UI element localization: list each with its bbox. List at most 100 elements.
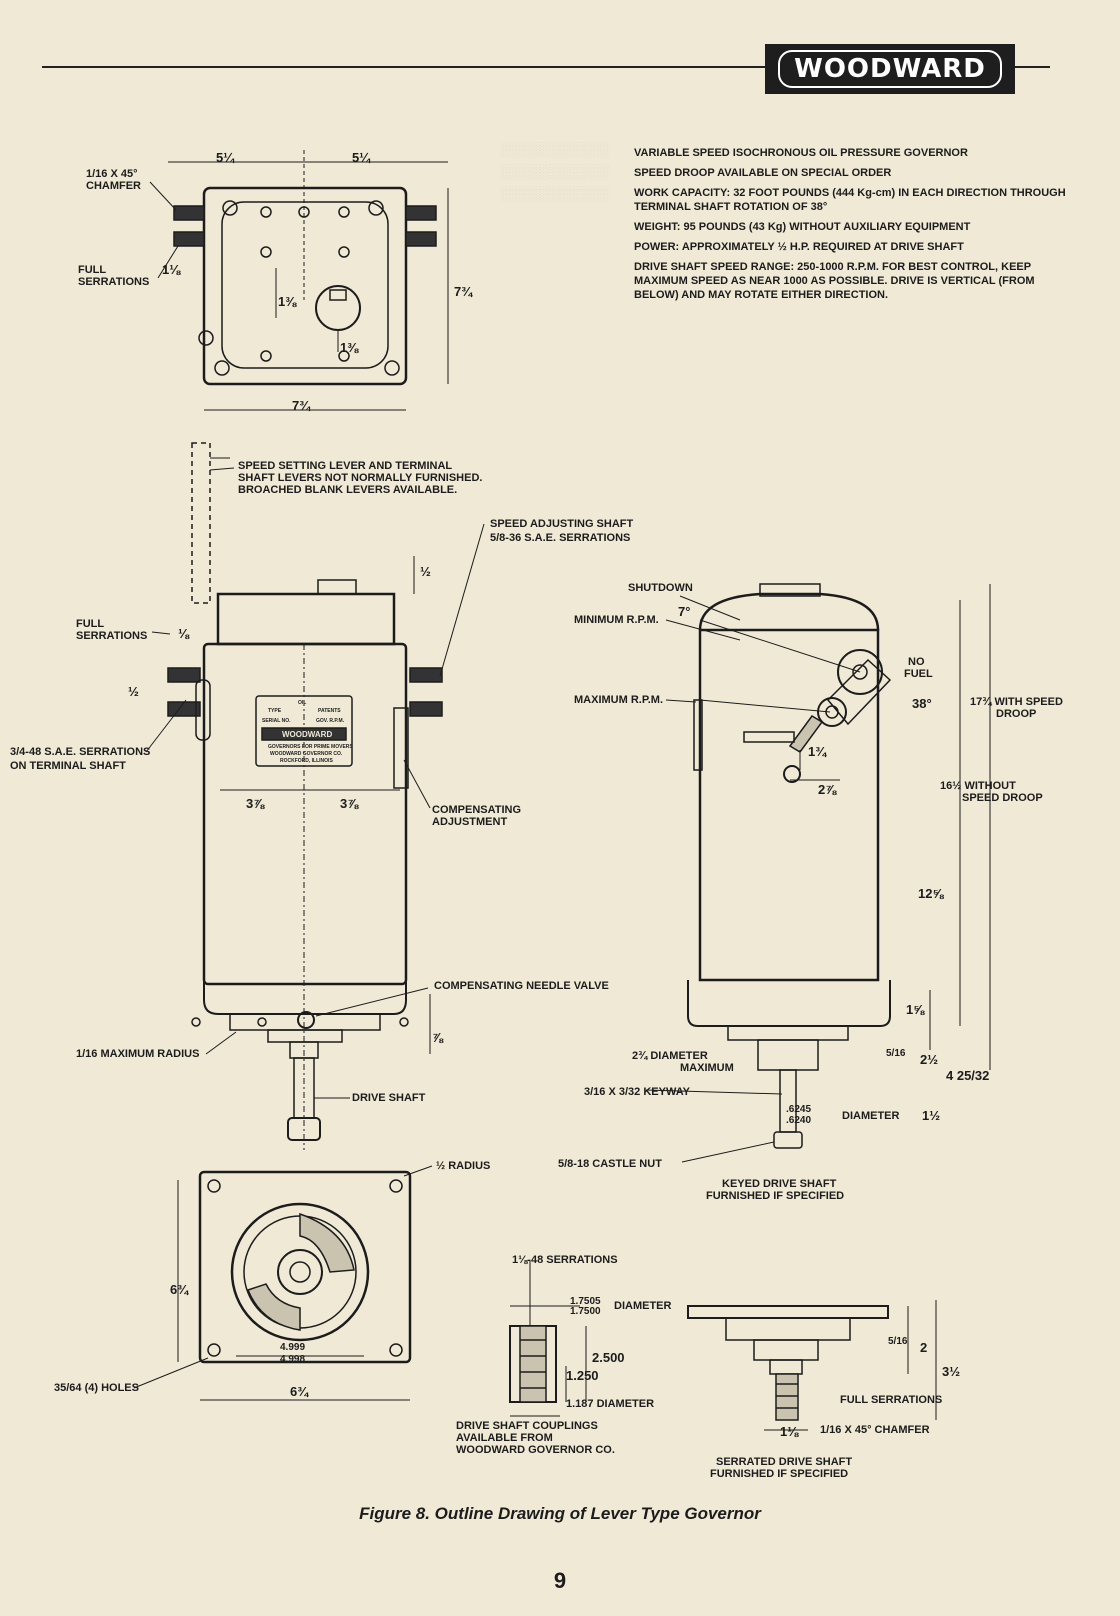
label-diameter-max-2: MAXIMUM	[680, 1062, 734, 1074]
coupling-view	[509, 1260, 587, 1417]
spec-line: WORK CAPACITY: 32 FOOT POUNDS (444 Kg-cm…	[634, 187, 1066, 213]
dim-1-3-4: 1¾	[808, 744, 827, 759]
label-sae-serrations-1: 3/4-48 S.A.E. SERRATIONS	[10, 746, 151, 758]
label-max-radius: 1/16 MAXIMUM RADIUS	[76, 1048, 200, 1060]
figure-caption: Figure 8. Outline Drawing of Lever Type …	[359, 1504, 761, 1523]
top-view	[168, 150, 449, 411]
brand-wordmark: WOODWARD	[778, 50, 1002, 88]
dim-1-5-8: 1⅝	[906, 1002, 925, 1017]
dim-1-8: 1⅛	[162, 262, 181, 277]
dim-2500: 2.500	[592, 1350, 625, 1365]
dim-3-half: 3½	[942, 1364, 961, 1379]
label-compensating-adj-1: COMPENSATING	[432, 804, 522, 816]
dim-half-top: ½	[420, 564, 431, 579]
dim-5q-left: 5¼	[216, 150, 235, 165]
dim-1-3-8: 1⅜	[278, 294, 297, 309]
dim-5-16: 5/16	[886, 1048, 906, 1059]
label-diameter-1187: 1.187 DIAMETER	[566, 1398, 655, 1410]
label-full-serrations-top: FULL SERRATIONS	[78, 264, 150, 288]
label-keyway: 3/16 X 3/32 KEYWAY	[584, 1086, 690, 1098]
label-coupling-2: AVAILABLE FROM	[456, 1432, 553, 1444]
label-castle-nut: 5/8-18 CASTLE NUT	[558, 1158, 662, 1170]
dim-4998: 4.998	[280, 1354, 306, 1365]
label-keyed-1: KEYED DRIVE SHAFT	[722, 1178, 837, 1190]
label-max-rpm: MAXIMUM R.P.M.	[574, 694, 664, 706]
dim-4-25-32: 4 25/32	[946, 1068, 990, 1083]
label-lever-note-3: BROACHED BLANK LEVERS AVAILABLE.	[238, 484, 458, 496]
nameplate-serial: SERIAL NO.	[262, 718, 291, 724]
spec-line: WEIGHT: 95 POUNDS (43 Kg) WITHOUT AUXILI…	[634, 221, 971, 233]
dim-12-5-8: 12⅝	[918, 886, 944, 901]
label-chamfer-bottom: 1/16 X 45° CHAMFER	[820, 1424, 930, 1436]
label-chamfer-top: 1/16 X 45° CHAMFER	[86, 168, 141, 192]
dim-5q-right: 5¼	[352, 150, 371, 165]
nameplate-line2: WOODWARD GOVERNOR CO.	[270, 751, 343, 757]
brand-logo: WOODWARD	[765, 44, 1015, 94]
dim-7-8: ⅞	[432, 1030, 443, 1045]
front-view	[167, 442, 443, 1150]
page-number: 9	[553, 1568, 567, 1593]
label-lever-note-2: SHAFT LEVERS NOT NORMALLY FURNISHED.	[238, 472, 483, 484]
header-rule	[42, 66, 1050, 68]
spec-line: POWER: APPROXIMATELY ½ H.P. REQUIRED AT …	[634, 241, 964, 253]
label-no-fuel-1: NO	[908, 656, 925, 668]
dim-half-left: ½	[128, 684, 139, 699]
label-half-radius: ½ RADIUS	[436, 1160, 491, 1172]
dim-17500: 1.7500	[570, 1306, 601, 1317]
dim-6240: .6240	[786, 1115, 812, 1126]
dim-6-3-4-horizontal: 6¾	[290, 1384, 309, 1399]
dim-3-7-8-right: 3⅞	[340, 796, 359, 811]
nameplate-patents: PATENTS	[318, 708, 341, 714]
label-compensating-adj-2: ADJUSTMENT	[432, 816, 508, 828]
label-holes: 35/64 (4) HOLES	[54, 1382, 139, 1394]
dim-17505: 1.7505	[570, 1296, 601, 1307]
label-serrations-148: 1⅛-48 SERRATIONS	[512, 1254, 618, 1266]
nameplate-line3: ROCKFORD, ILLINOIS	[280, 758, 333, 764]
label-serrated-1: SERRATED DRIVE SHAFT	[716, 1456, 853, 1468]
right-view	[687, 583, 991, 1149]
bottom-view	[177, 1170, 412, 1401]
nameplate-gov-rpm: GOV. R.P.M.	[316, 718, 345, 724]
label-keyed-2: FURNISHED IF SPECIFIED	[706, 1190, 845, 1202]
serrated-shaft-view	[687, 1300, 937, 1431]
spec-line: VARIABLE SPEED ISOCHRONOUS OIL PRESSURE …	[634, 147, 968, 159]
label-with-droop-1: 17¾ WITH SPEED	[970, 696, 1063, 708]
bleed-through-text: ░░░░░░░░░░░░░░░░░░░░░░░░░░░░░░░░░	[500, 143, 610, 202]
label-with-droop-2: DROOP	[996, 708, 1037, 720]
spec-line: SPEED DROOP AVAILABLE ON SPECIAL ORDER	[634, 167, 892, 179]
label-coupling-1: DRIVE SHAFT COUPLINGS	[456, 1420, 598, 1432]
label-coupling-3: WOODWARD GOVERNOR CO.	[456, 1444, 615, 1456]
label-diameter-17505: DIAMETER	[614, 1300, 672, 1312]
label-serrated-2: FURNISHED IF SPECIFIED	[710, 1468, 849, 1480]
label-full-serr-bottom: FULL SERRATIONS	[840, 1394, 943, 1406]
dim-2-b: 2	[920, 1340, 928, 1355]
label-drive-shaft: DRIVE SHAFT	[352, 1092, 426, 1104]
dim-1-1-8-b: 1⅛	[780, 1424, 799, 1439]
nameplate-brand: WOODWARD	[282, 730, 333, 739]
dim-7-3-4-bottom: 7¾	[292, 398, 311, 413]
dim-5-16-b: 5/16	[888, 1336, 908, 1347]
spec-line: DRIVE SHAFT SPEED RANGE: 250-1000 R.P.M.…	[634, 261, 1035, 301]
dim-1-half: 1½	[922, 1108, 941, 1123]
nameplate-top: OIL	[298, 700, 307, 706]
dim-2-half: 2½	[920, 1052, 939, 1067]
dim-6-3-4-vertical: 6¾	[170, 1282, 189, 1297]
label-shutdown: SHUTDOWN	[628, 582, 693, 594]
dim-7-3-4-right: 7¾	[454, 284, 473, 299]
label-speed-adjusting-2: 5/8-36 S.A.E. SERRATIONS	[490, 532, 631, 544]
label-no-fuel-2: FUEL	[904, 668, 933, 680]
label-full-serrations-mid: FULL SERRATIONS	[76, 618, 148, 642]
spec-block: VARIABLE SPEED ISOCHRONOUS OIL PRESSURE …	[634, 146, 1074, 308]
dim-7deg: 7°	[678, 604, 691, 619]
label-compensating-needle: COMPENSATING NEEDLE VALVE	[434, 980, 609, 992]
dim-1250: 1.250	[566, 1368, 599, 1383]
dim-38deg: 38°	[912, 696, 932, 711]
dim-1-8-mid: ⅛	[178, 626, 189, 641]
label-min-rpm: MINIMUM R.P.M.	[574, 614, 659, 626]
label-lever-note-1: SPEED SETTING LEVER AND TERMINAL	[238, 460, 453, 472]
label-speed-adjusting-1: SPEED ADJUSTING SHAFT	[490, 518, 634, 530]
dim-3-7-8-left: 3⅞	[246, 796, 265, 811]
label-diameter-max-1: 2¾ DIAMETER	[632, 1050, 708, 1062]
dim-6245: .6245	[786, 1104, 812, 1115]
